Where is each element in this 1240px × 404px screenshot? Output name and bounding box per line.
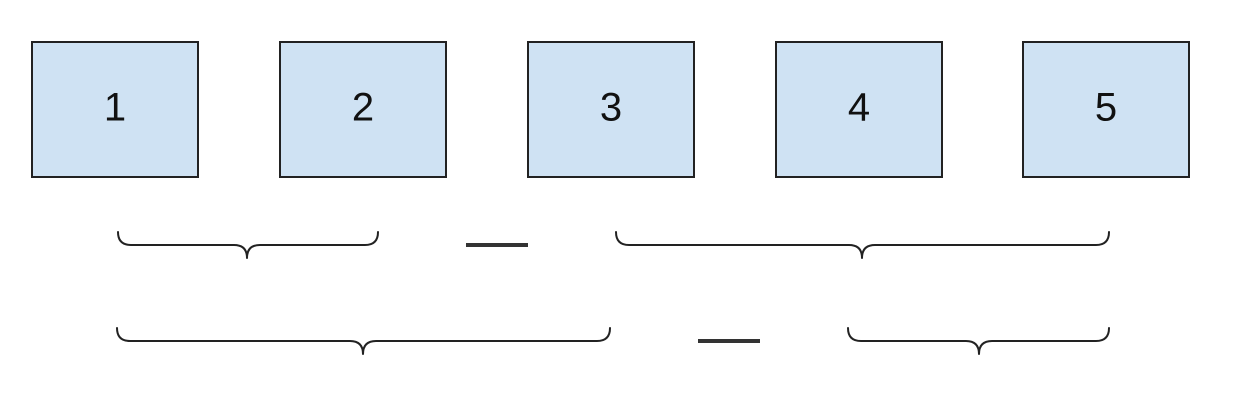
box-2-label: 2 bbox=[352, 86, 374, 130]
box-3-rect bbox=[527, 41, 695, 178]
grouping-1-right-brace bbox=[615, 231, 1110, 259]
grouping-2-right-brace bbox=[847, 327, 1110, 355]
box-4-rect bbox=[775, 41, 943, 178]
grouping-row-2 bbox=[116, 327, 1110, 355]
box-5: 5 bbox=[1022, 41, 1190, 178]
box-5-rect bbox=[1022, 41, 1190, 178]
box-3: 3 bbox=[527, 41, 695, 178]
box-1-label: 1 bbox=[104, 86, 126, 130]
grouping-row-1 bbox=[117, 231, 1110, 259]
grouping-1-left-brace bbox=[117, 231, 379, 259]
box-4: 4 bbox=[775, 41, 943, 178]
box-row: 1 2 3 4 5 bbox=[31, 41, 1190, 178]
box-4-label: 4 bbox=[848, 86, 870, 130]
box-1: 1 bbox=[31, 41, 199, 178]
box-1-rect bbox=[31, 41, 199, 178]
box-5-label: 5 bbox=[1095, 86, 1117, 130]
box-2-rect bbox=[279, 41, 447, 178]
grouping-2-left-brace bbox=[116, 327, 611, 355]
box-3-label: 3 bbox=[600, 86, 622, 130]
box-2: 2 bbox=[279, 41, 447, 178]
